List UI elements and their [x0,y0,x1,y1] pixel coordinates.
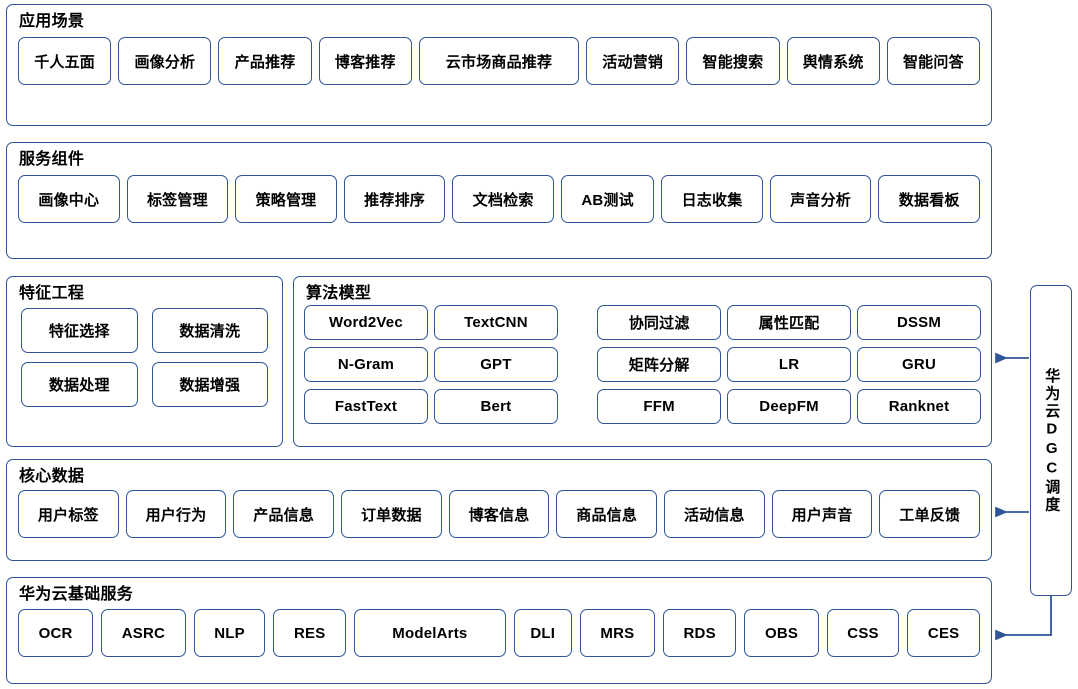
chip-core-2[interactable]: 产品信息 [233,490,335,538]
section-title-service-components: 服务组件 [19,151,85,168]
chip-algo-0-3[interactable]: 属性匹配 [727,305,852,340]
section-title-algorithm-models: 算法模型 [306,285,372,302]
chip-algo-1-1[interactable]: GPT [433,347,558,382]
section-title-core-data: 核心数据 [19,468,85,485]
chip-feature-2[interactable]: 数据处理 [21,362,138,407]
chip-service-6[interactable]: 日志收集 [661,175,763,223]
chip-feature-1[interactable]: 数据清洗 [151,308,268,353]
chip-service-0[interactable]: 画像中心 [18,175,120,223]
chip-core-1[interactable]: 用户行为 [125,490,227,538]
chip-algo-0-0[interactable]: Word2Vec [304,305,428,340]
chip-core-8[interactable]: 工单反馈 [879,490,981,538]
application-scenarios-row: 千人五面 画像分析 产品推荐 博客推荐 云市场商品推荐 活动营销 智能搜索 舆情… [7,37,991,85]
chip-app-4[interactable]: 云市场商品推荐 [418,37,580,85]
chip-service-5[interactable]: AB测试 [560,175,655,223]
chip-algo-1-2[interactable]: 矩阵分解 [597,347,722,382]
chip-base-5[interactable]: DLI [513,609,572,657]
chip-service-2[interactable]: 策略管理 [235,175,337,223]
chip-service-7[interactable]: 声音分析 [769,175,872,223]
chip-base-8[interactable]: OBS [744,609,819,657]
chip-feature-0[interactable]: 特征选择 [21,308,138,353]
chip-app-7[interactable]: 舆情系统 [786,37,880,85]
chip-app-3[interactable]: 博客推荐 [318,37,412,85]
chip-algo-0-1[interactable]: TextCNN [433,305,558,340]
chip-base-4[interactable]: ModelArts [354,609,506,657]
chip-app-6[interactable]: 智能搜索 [686,37,780,85]
chip-base-1[interactable]: ASRC [101,609,186,657]
section-application-scenarios: 应用场景 千人五面 画像分析 产品推荐 博客推荐 云市场商品推荐 活动营销 智能… [6,4,992,126]
base-services-row: OCR ASRC NLP RES ModelArts DLI MRS RDS O… [7,609,991,657]
feature-engineering-grid: 特征选择 数据清洗 数据处理 数据增强 [7,302,282,407]
chip-app-1[interactable]: 画像分析 [118,37,212,85]
chip-core-5[interactable]: 商品信息 [556,490,658,538]
chip-base-0[interactable]: OCR [18,609,94,657]
chip-algo-2-1[interactable]: Bert [433,389,558,424]
chip-app-8[interactable]: 智能问答 [886,37,980,85]
core-data-row: 用户标签 用户行为 产品信息 订单数据 博客信息 商品信息 活动信息 用户声音 … [7,490,991,538]
chip-base-10[interactable]: CES [907,609,980,657]
chip-service-4[interactable]: 文档检索 [452,175,554,223]
chip-base-6[interactable]: MRS [579,609,655,657]
chip-algo-1-0[interactable]: N-Gram [304,347,428,382]
section-core-data: 核心数据 用户标签 用户行为 产品信息 订单数据 博客信息 商品信息 活动信息 … [6,459,992,561]
chip-base-2[interactable]: NLP [193,609,266,657]
section-feature-engineering: 特征工程 特征选择 数据清洗 数据处理 数据增强 [6,276,283,447]
chip-feature-3[interactable]: 数据增强 [151,362,268,407]
chip-algo-2-2[interactable]: FFM [597,389,722,424]
section-algorithm-models: 算法模型 Word2Vec TextCNN 协同过滤 属性匹配 DSSM N-G… [293,276,992,447]
section-service-components: 服务组件 画像中心 标签管理 策略管理 推荐排序 文档检索 AB测试 日志收集 … [6,142,992,259]
section-huawei-cloud-base-services: 华为云基础服务 OCR ASRC NLP RES ModelArts DLI M… [6,577,992,684]
section-title-application-scenarios: 应用场景 [19,13,85,30]
chip-algo-1-4[interactable]: GRU [857,347,981,382]
chip-service-1[interactable]: 标签管理 [126,175,229,223]
chip-algo-2-3[interactable]: DeepFM [727,389,852,424]
scheduler-label: 华为云DGC调度 [1043,367,1061,514]
chip-core-4[interactable]: 博客信息 [448,490,550,538]
chip-algo-1-3[interactable]: LR [727,347,852,382]
chip-base-7[interactable]: RDS [662,609,737,657]
service-components-row: 画像中心 标签管理 策略管理 推荐排序 文档检索 AB测试 日志收集 声音分析 … [7,175,991,223]
chip-service-8[interactable]: 数据看板 [878,175,980,223]
section-title-huawei-cloud-base-services: 华为云基础服务 [19,586,134,603]
chip-core-6[interactable]: 活动信息 [664,490,765,538]
chip-app-0[interactable]: 千人五面 [18,37,112,85]
chip-algo-2-4[interactable]: Ranknet [857,389,981,424]
chip-core-3[interactable]: 订单数据 [341,490,442,538]
algorithm-models-grid: Word2Vec TextCNN 协同过滤 属性匹配 DSSM N-Gram G… [294,302,991,424]
chip-core-0[interactable]: 用户标签 [18,490,119,538]
chip-algo-0-4[interactable]: DSSM [857,305,981,340]
chip-core-7[interactable]: 用户声音 [771,490,873,538]
chip-algo-2-0[interactable]: FastText [304,389,428,424]
chip-base-9[interactable]: CSS [826,609,900,657]
chip-service-3[interactable]: 推荐排序 [343,175,446,223]
chip-base-3[interactable]: RES [273,609,347,657]
chip-algo-0-2[interactable]: 协同过滤 [597,305,722,340]
chip-app-5[interactable]: 活动营销 [586,37,680,85]
section-title-feature-engineering: 特征工程 [19,285,85,302]
arrow-to-base-services [995,596,1052,641]
scheduler-panel[interactable]: 华为云DGC调度 [1030,285,1072,596]
chip-app-2[interactable]: 产品推荐 [218,37,312,85]
